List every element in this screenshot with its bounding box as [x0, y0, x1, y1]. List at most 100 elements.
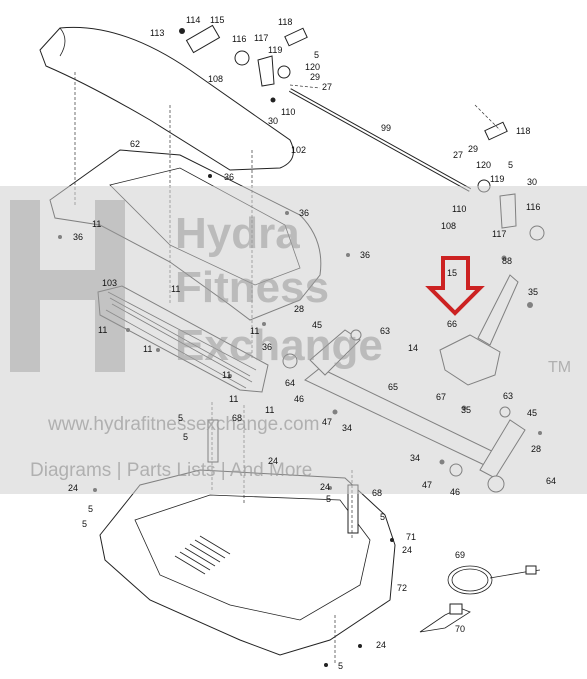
callout-label: 119 [490, 174, 504, 184]
callout-label: 88 [502, 256, 512, 266]
callout-label: 116 [526, 202, 540, 212]
watermark: Hydra Fitness Exchange TM www.hydrafitne… [0, 186, 587, 494]
callout-label: 66 [447, 319, 457, 329]
watermark-line1: Hydra [175, 209, 300, 258]
callout-label: 11 [265, 405, 274, 415]
callout-label: 63 [380, 326, 390, 336]
callout-label: 72 [397, 583, 407, 593]
callout-label: 14 [408, 343, 418, 353]
callout-label: 5 [314, 50, 319, 60]
callout-label: 34 [410, 453, 420, 463]
callout-label: 103 [102, 278, 117, 288]
callout-label: 35 [528, 287, 538, 297]
callout-label: 110 [452, 204, 466, 214]
callout-label: 11 [222, 370, 231, 380]
callout-label: 5 [380, 512, 385, 522]
watermark-line2: Fitness [175, 263, 329, 312]
callout-label: 5 [88, 504, 93, 514]
callout-label: 120 [476, 160, 491, 170]
callout-label: 70 [455, 624, 465, 634]
callout-label: 64 [285, 378, 295, 388]
callout-label: 35 [461, 405, 471, 415]
power-cord-69 [447, 565, 493, 595]
callout-label: 46 [294, 394, 304, 404]
callout-label: 118 [516, 126, 530, 136]
callout-label: 30 [527, 177, 537, 187]
callout-label: 36 [262, 342, 272, 352]
watermark-line3: Exchange [175, 321, 383, 370]
callout-label: 11 [250, 326, 259, 336]
callout-label: 24 [376, 640, 386, 650]
callout-label: 27 [322, 82, 332, 92]
callout-label: 5 [338, 661, 343, 671]
callout-label: 118 [278, 17, 292, 27]
callouts: 113 114 115 116 117 118 5 119 120 29 27 … [68, 15, 556, 671]
callout-label: 15 [447, 268, 457, 278]
hydra-logo [10, 200, 125, 372]
callout-label: 71 [406, 532, 416, 542]
callout-label: 69 [455, 550, 465, 560]
callout-label: 36 [360, 250, 370, 260]
callout-label: 108 [441, 221, 456, 231]
callout-label: 117 [254, 33, 268, 43]
bracket-118 [284, 27, 308, 47]
callout-label: 45 [527, 408, 537, 418]
callout-label: 36 [224, 172, 234, 182]
callout-label: 28 [294, 304, 304, 314]
watermark-url: www.hydrafitnessexchange.com [47, 414, 319, 435]
callout-label: 46 [450, 487, 460, 497]
callout-label: 68 [232, 413, 242, 423]
callout-label: 29 [310, 72, 320, 82]
callout-label: 29 [468, 144, 478, 154]
callout-label: 115 [210, 15, 224, 25]
callout-label: 5 [178, 413, 183, 423]
callout-label: 11 [92, 219, 101, 229]
callout-label: 108 [208, 74, 223, 84]
callout-label: 5 [326, 494, 331, 504]
roller-120 [277, 65, 291, 79]
bracket-117 [257, 55, 275, 87]
callout-label: 11 [171, 284, 180, 294]
callout-label: 45 [312, 320, 322, 330]
callout-label: 63 [503, 391, 513, 401]
callout-label: 99 [381, 123, 391, 133]
callout-label: 36 [299, 208, 309, 218]
bracket-115 [185, 24, 221, 54]
callout-label: 47 [322, 417, 332, 427]
callout-label: 65 [388, 382, 398, 392]
callout-label: 102 [291, 145, 306, 155]
callout-label: 119 [268, 45, 282, 55]
callout-label: 24 [320, 482, 330, 492]
callout-label: 24 [268, 456, 278, 466]
callout-label: 5 [183, 432, 188, 442]
callout-label: 68 [372, 488, 382, 498]
callout-label: 113 [150, 28, 164, 38]
callout-label: 5 [508, 160, 513, 170]
callout-label: 67 [436, 392, 446, 402]
callout-label: 120 [305, 62, 320, 72]
callout-label: 11 [98, 325, 107, 335]
callout-label: 24 [402, 545, 412, 555]
callout-label: 30 [268, 116, 278, 126]
callout-label: 47 [422, 480, 432, 490]
callout-label: 27 [453, 150, 463, 160]
bushing-116 [234, 50, 250, 66]
callout-label: 36 [73, 232, 83, 242]
callout-label: 34 [342, 423, 352, 433]
callout-label: 28 [531, 444, 541, 454]
callout-label: 11 [229, 394, 238, 404]
wire-harness-70 [419, 607, 471, 633]
callout-label: 114 [186, 15, 200, 25]
callout-label: 117 [492, 229, 506, 239]
watermark-tm: TM [548, 359, 571, 376]
watermark-tagline: Diagrams | Parts Lists | And More [30, 460, 312, 481]
callout-label: 5 [82, 519, 87, 529]
callout-label: 11 [143, 344, 152, 354]
callout-label: 62 [130, 139, 140, 149]
callout-label: 116 [232, 34, 246, 44]
callout-label: 110 [281, 107, 295, 117]
callout-label: 64 [546, 476, 556, 486]
highlight-arrow [425, 256, 485, 316]
